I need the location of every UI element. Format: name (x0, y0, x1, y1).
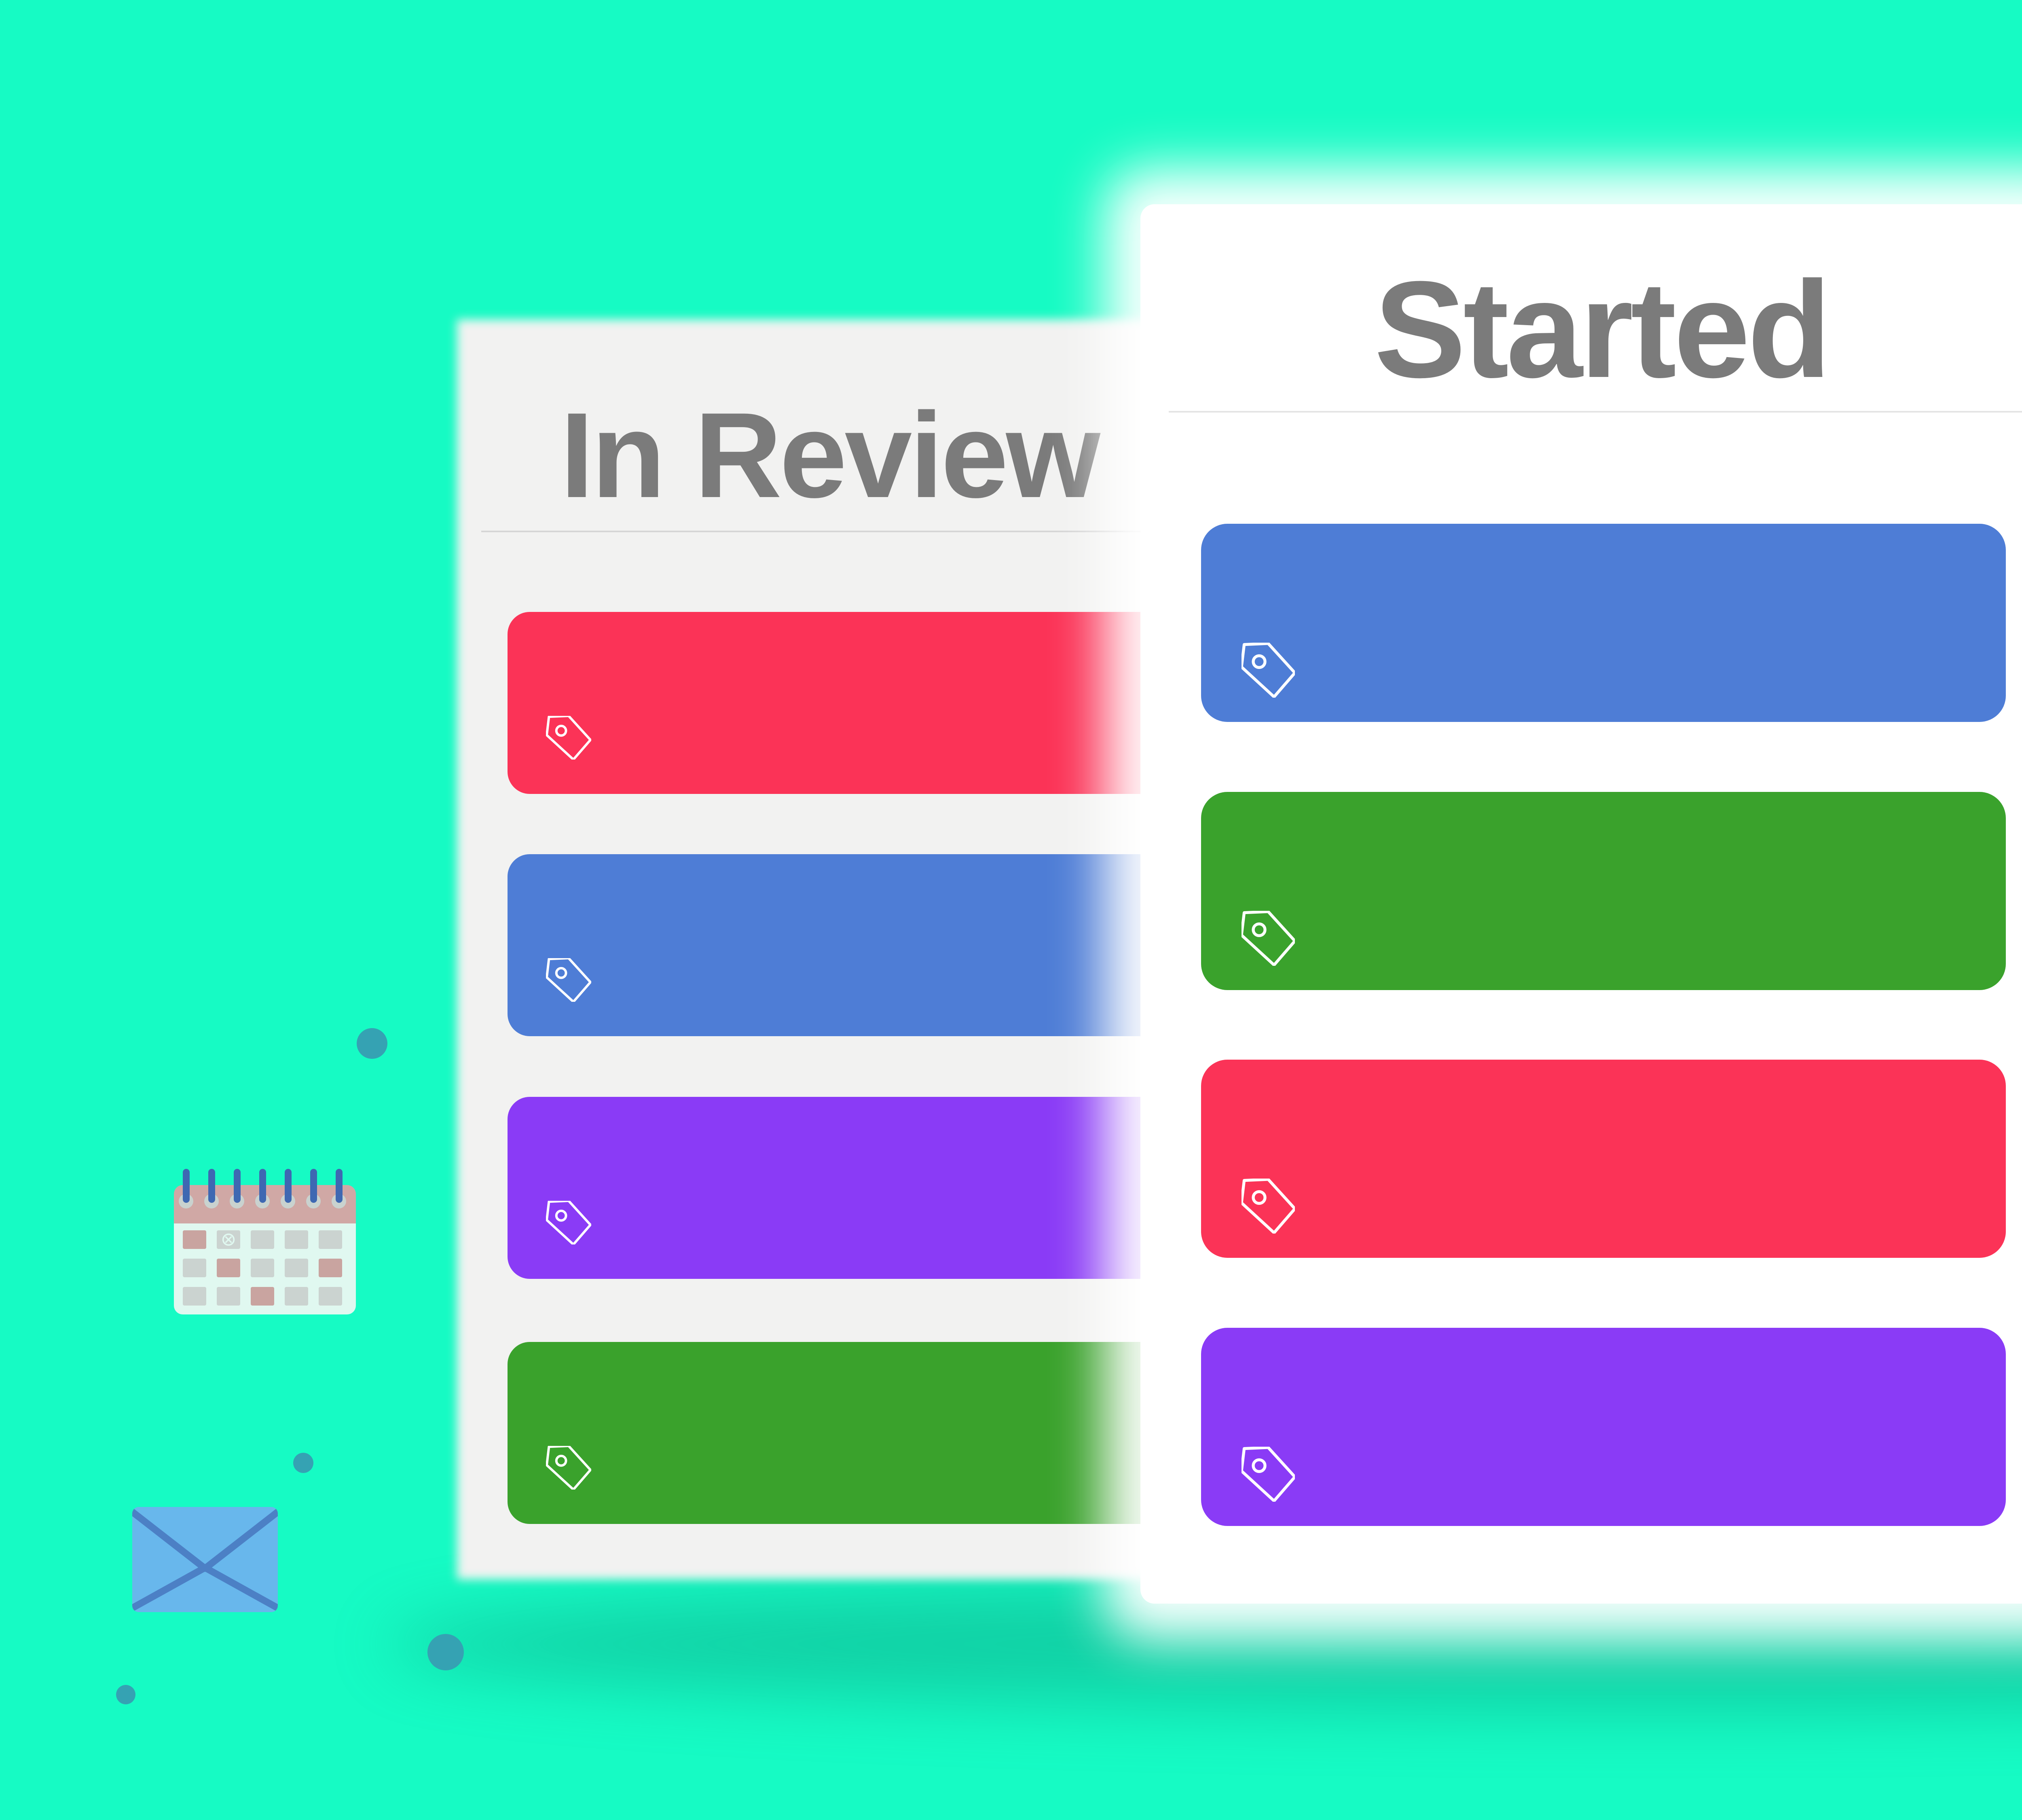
tag-icon (1242, 911, 1295, 966)
calendar-day (285, 1287, 308, 1306)
calendar-day (319, 1287, 342, 1306)
calendar-ring (285, 1169, 292, 1203)
calendar-ring (183, 1169, 190, 1203)
tag-icon (1242, 1179, 1295, 1234)
calendar-day (251, 1259, 274, 1277)
calendar-day (251, 1287, 274, 1306)
calendar-day (217, 1287, 240, 1306)
envelope-icon (132, 1507, 278, 1612)
calendar-day (183, 1287, 206, 1306)
column-divider (481, 531, 1254, 532)
tag-icon (546, 958, 591, 1002)
task-card[interactable] (508, 1097, 1195, 1279)
task-card[interactable] (1201, 1060, 2006, 1258)
column-title-in-review: In Review (560, 387, 1100, 523)
crossed-circle-icon (222, 1233, 235, 1246)
task-card[interactable] (508, 1342, 1195, 1524)
tag-icon (546, 1201, 591, 1244)
background-dot (427, 1634, 464, 1670)
background-dot (357, 1028, 387, 1059)
task-card[interactable] (1201, 792, 2006, 990)
calendar-icon (174, 1169, 356, 1318)
background-dot (293, 1453, 313, 1473)
calendar-day (285, 1259, 308, 1277)
calendar-day (217, 1259, 240, 1277)
task-card[interactable] (508, 854, 1195, 1036)
tag-icon (546, 716, 591, 760)
column-title-started: Started (1374, 253, 1832, 406)
calendar-ring (234, 1169, 241, 1203)
calendar-ring (336, 1169, 343, 1203)
calendar-day (183, 1230, 206, 1249)
calendar-ring (310, 1169, 317, 1203)
calendar-day (319, 1259, 342, 1277)
column-divider (1169, 411, 2022, 413)
calendar-day-marked (217, 1230, 240, 1249)
calendar-ring (259, 1169, 266, 1203)
calendar-day (251, 1230, 274, 1249)
tag-icon (546, 1446, 591, 1490)
calendar-day (183, 1259, 206, 1277)
calendar-ring (208, 1169, 215, 1203)
tag-icon (1242, 643, 1295, 698)
task-card[interactable] (508, 612, 1195, 794)
calendar-day (319, 1230, 342, 1249)
tag-icon (1242, 1447, 1295, 1502)
background-dot (116, 1685, 135, 1704)
task-card[interactable] (1201, 524, 2006, 722)
task-card[interactable] (1201, 1328, 2006, 1526)
calendar-day (285, 1230, 308, 1249)
